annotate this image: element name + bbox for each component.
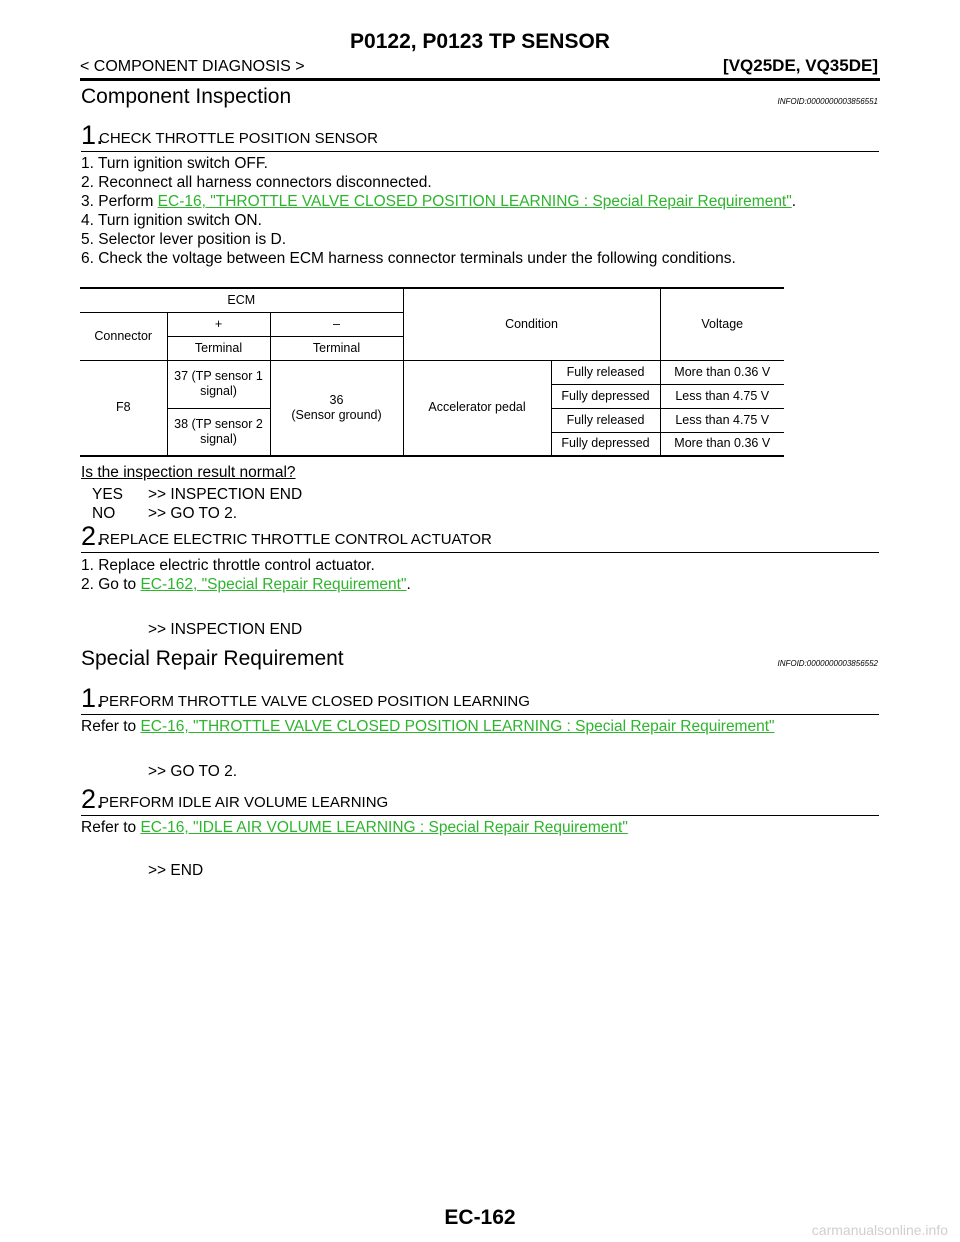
step-result: >> INSPECTION END [148, 621, 303, 638]
instruction-line: 6. Check the voltage between ECM harness… [81, 250, 736, 267]
step-title: CHECK THROTTLE POSITION SENSOR [99, 130, 378, 147]
voltage-spec-table: ECM Condition Voltage Connector + – Term… [80, 287, 784, 457]
instruction-text: Refer to [81, 718, 141, 735]
instruction-line: 1. Turn ignition switch OFF. [81, 155, 268, 172]
table-header-plus: + [166, 311, 271, 337]
pedal-state: Fully released [550, 407, 661, 433]
instruction-text: . [791, 193, 797, 210]
condition-value: Accelerator pedal [402, 359, 552, 457]
voltage-value: Less than 4.75 V [659, 407, 784, 433]
step-result: >> GO TO 2. [148, 763, 238, 780]
step-title: PERFORM IDLE AIR VOLUME LEARNING [99, 794, 389, 811]
throttle-valve-learning-link[interactable]: EC-16, "THROTTLE VALVE CLOSED POSITION L… [157, 193, 792, 210]
instruction-text: 3. Perform [81, 193, 158, 210]
instruction-line: 2. Reconnect all harness connectors disc… [81, 174, 432, 191]
step-number: 1. [81, 120, 104, 150]
step-result: >> END [148, 862, 204, 879]
special-repair-title: Special Repair Requirement [81, 647, 344, 670]
instruction-line: 2. Go to EC-162, "Special Repair Require… [81, 576, 411, 594]
step-number: 2. [81, 784, 104, 814]
component-inspection-title: Component Inspection [81, 85, 292, 108]
component-inspection-infoid: INFOID:0000000003856551 [777, 97, 878, 106]
pedal-state: Fully released [550, 359, 661, 385]
step-title: REPLACE ELECTRIC THROTTLE CONTROL ACTUAT… [99, 531, 492, 548]
voltage-value: Less than 4.75 V [659, 383, 784, 409]
table-header-voltage: Voltage [659, 287, 784, 361]
watermark: carmanualsonline.info [811, 1222, 948, 1238]
terminal-plus-value: 38 (TP sensor 2 signal) [166, 407, 271, 457]
page-title: P0122, P0123 TP SENSOR [350, 30, 610, 53]
voltage-value: More than 0.36 V [659, 359, 784, 385]
terminal-minus-value: 36 (Sensor ground) [269, 359, 404, 457]
header-rule [80, 78, 880, 81]
connector-value: F8 [80, 359, 168, 457]
table-header-ecm: ECM [80, 287, 404, 313]
step-1-heading: 1. CHECK THROTTLE POSITION SENSOR [81, 121, 879, 152]
inspection-question: Is the inspection result normal? [81, 464, 296, 481]
table-header-connector: Connector [80, 311, 168, 361]
step-title: PERFORM THROTTLE VALVE CLOSED POSITION L… [99, 693, 530, 710]
page-number: EC-162 [444, 1206, 516, 1229]
instruction-line: Refer to EC-16, "IDLE AIR VOLUME LEARNIN… [81, 819, 628, 837]
yes-result: >> INSPECTION END [148, 486, 303, 503]
instruction-text: Refer to [81, 819, 141, 836]
instruction-line: 4. Turn ignition switch ON. [81, 212, 262, 229]
table-header-condition: Condition [402, 287, 661, 361]
step-2-heading: 2. REPLACE ELECTRIC THROTTLE CONTROL ACT… [81, 522, 879, 553]
section-breadcrumb: < COMPONENT DIAGNOSIS > [80, 58, 305, 75]
special-repair-link[interactable]: EC-162, "Special Repair Requirement" [140, 576, 407, 593]
repair-step-1-heading: 1. PERFORM THROTTLE VALVE CLOSED POSITIO… [81, 684, 879, 715]
yes-label: YES [92, 486, 124, 503]
instruction-line: 5. Selector lever position is D. [81, 231, 287, 248]
engine-models: [VQ25DE, VQ35DE] [723, 56, 878, 75]
no-result: >> GO TO 2. [148, 505, 238, 522]
voltage-value: More than 0.36 V [659, 431, 784, 457]
instruction-line: Refer to EC-16, "THROTTLE VALVE CLOSED P… [81, 718, 775, 736]
repair-step-2-heading: 2. PERFORM IDLE AIR VOLUME LEARNING [81, 785, 879, 816]
no-label: NO [92, 505, 116, 522]
table-header-minus: – [269, 311, 404, 337]
instruction-text: 2. Go to [81, 576, 141, 593]
special-repair-infoid: INFOID:0000000003856552 [777, 659, 878, 668]
step-number: 1. [81, 683, 104, 713]
table-header-terminal: Terminal [269, 335, 404, 361]
instruction-line: 1. Replace electric throttle control act… [81, 557, 375, 574]
idle-air-volume-learning-link[interactable]: EC-16, "IDLE AIR VOLUME LEARNING : Speci… [140, 819, 628, 836]
instruction-text: . [406, 576, 411, 593]
table-header-terminal: Terminal [166, 335, 271, 361]
instruction-line: 3. Perform EC-16, "THROTTLE VALVE CLOSED… [81, 193, 796, 211]
terminal-plus-value: 37 (TP sensor 1 signal) [166, 359, 271, 409]
pedal-state: Fully depressed [550, 431, 661, 457]
throttle-valve-learning-link[interactable]: EC-16, "THROTTLE VALVE CLOSED POSITION L… [140, 718, 775, 735]
pedal-state: Fully depressed [550, 383, 661, 409]
step-number: 2. [81, 521, 104, 551]
